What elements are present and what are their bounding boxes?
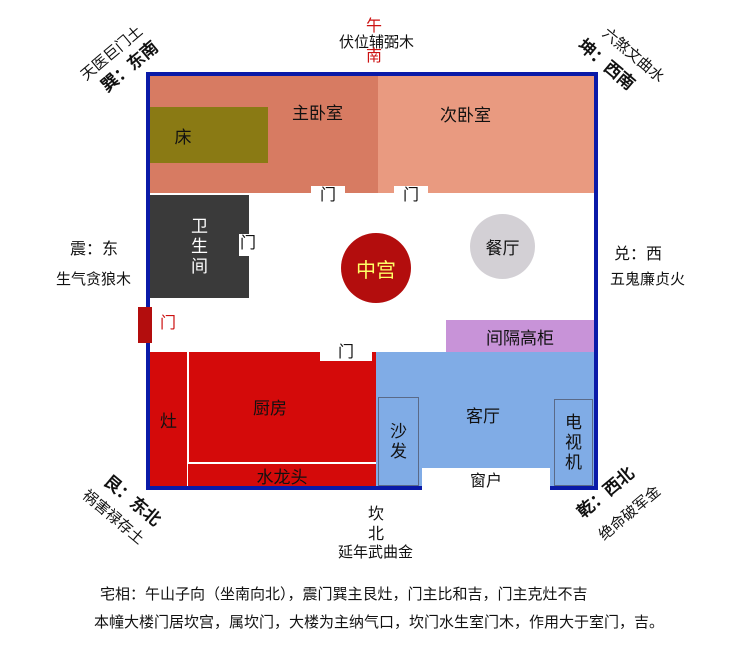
note-line-1: 宅相：午山子向（坐南向北），震门巽主艮灶，门主比和吉，门主克灶不吉 [100, 585, 588, 603]
sofa-char-2: 发 [390, 441, 407, 462]
bed: 床 [150, 107, 268, 163]
north-char-top: 坎 [368, 504, 385, 523]
partition-cabinet: 间隔高柜 [446, 320, 594, 352]
north-star-label: 延年武曲金 [338, 543, 414, 561]
tv-cabinet: 电 视 机 [554, 399, 593, 486]
second-bedroom-door: 门 [394, 186, 428, 204]
window: 窗户 [422, 468, 550, 490]
second-bedroom: 次卧室 [378, 76, 594, 193]
tv-char-1: 电 [565, 412, 582, 433]
north-char-bottom: 北 [368, 524, 385, 543]
east-star-label: 生气贪狼木 [56, 270, 132, 288]
south-star-label: 伏位辅弼木 [339, 33, 415, 51]
west-star-label: 五鬼廉贞火 [610, 270, 686, 288]
tv-char-2: 视 [565, 432, 582, 453]
west-direction-label: 兑：西 [614, 244, 663, 263]
south-char-top: 午 [366, 16, 383, 35]
entrance-door-label: 门 [160, 313, 177, 332]
bathroom: 卫 生 间 [150, 195, 249, 298]
bathroom-door: 门 [239, 234, 257, 256]
living-room-label: 客厅 [466, 407, 500, 427]
east-direction-label: 震：东 [70, 239, 119, 258]
kitchen-door: 门 [320, 343, 372, 361]
bathroom-char-1: 卫 [191, 216, 208, 237]
center-palace: 中宫 [341, 233, 411, 303]
south-char-bottom: 南 [366, 46, 383, 65]
tv-char-3: 机 [565, 452, 582, 473]
sofa: 沙 发 [378, 397, 419, 486]
bathroom-char-2: 生 [191, 236, 208, 257]
kitchen-label: 厨房 [253, 399, 287, 419]
sofa-char-1: 沙 [390, 421, 407, 442]
bed-label: 床 [174, 127, 192, 148]
stove: 灶 [150, 352, 187, 486]
water-faucet: 水龙头 [188, 462, 376, 488]
entrance-door-marker [138, 307, 152, 343]
dining-table: 餐厅 [470, 214, 535, 279]
note-line-2: 本幢大楼门居坎宫，属坎门，大楼为主纳气口，坎门水生室门木，作用大于室门，吉。 [94, 613, 665, 631]
master-bedroom-door: 门 [311, 186, 345, 204]
second-bedroom-label: 次卧室 [440, 106, 491, 126]
master-bedroom-label: 主卧室 [292, 104, 343, 124]
bathroom-char-3: 间 [191, 256, 208, 277]
